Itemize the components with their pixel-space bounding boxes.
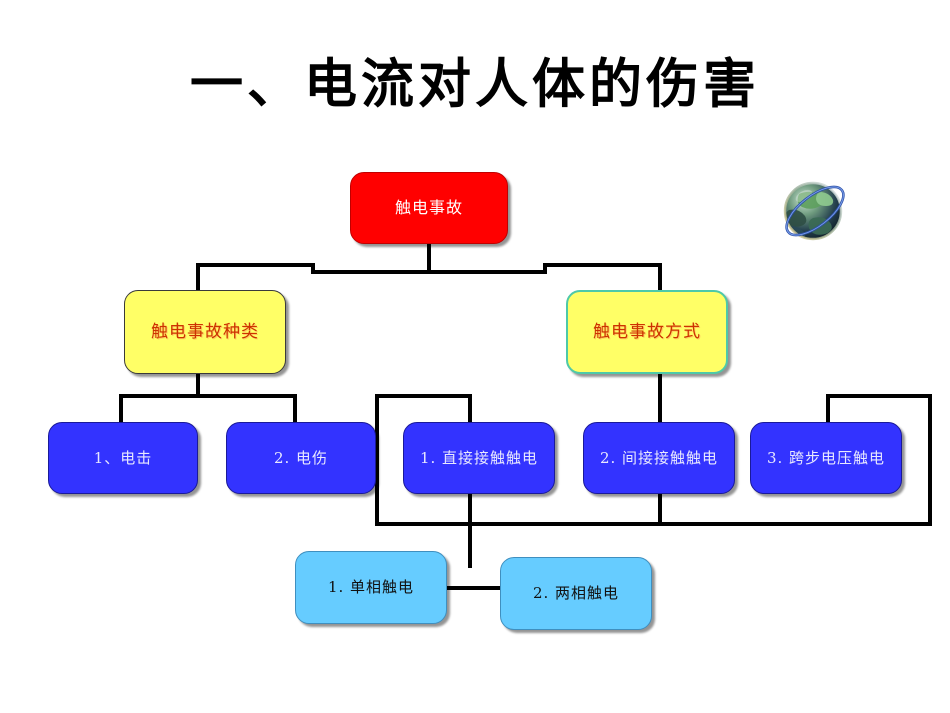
node-root[interactable]: 触电事故 xyxy=(350,172,508,244)
node-sub-two-phase[interactable]: 2. 两相触电 xyxy=(500,557,652,630)
node-leaf-direct-contact[interactable]: 1. 直接接触触电 xyxy=(403,422,555,494)
node-category-accident-types-label: 触电事故种类 xyxy=(151,321,259,342)
globe-icon xyxy=(783,181,845,241)
node-leaf-electric-injury[interactable]: 2. 电伤 xyxy=(226,422,376,494)
node-leaf-electric-injury-label: 2. 电伤 xyxy=(273,448,329,467)
node-sub-single-phase-label: 1. 单相触电 xyxy=(327,578,415,597)
node-category-accident-modes-label: 触电事故方式 xyxy=(593,321,701,342)
node-leaf-indirect-contact[interactable]: 2. 间接接触触电 xyxy=(583,422,735,494)
node-leaf-step-voltage[interactable]: 3. 跨步电压触电 xyxy=(750,422,902,494)
node-leaf-direct-contact-label: 1. 直接接触触电 xyxy=(419,448,539,467)
node-sub-single-phase[interactable]: 1. 单相触电 xyxy=(295,551,447,624)
node-category-accident-types[interactable]: 触电事故种类 xyxy=(124,290,286,374)
node-leaf-step-voltage-label: 3. 跨步电压触电 xyxy=(766,448,886,467)
node-leaf-electric-shock[interactable]: 1、电击 xyxy=(48,422,198,494)
node-root-label: 触电事故 xyxy=(394,198,463,218)
node-leaf-indirect-contact-label: 2. 间接接触触电 xyxy=(599,448,719,467)
page-title: 一、电流对人体的伤害 xyxy=(190,53,760,115)
node-leaf-electric-shock-label: 1、电击 xyxy=(93,448,153,467)
node-category-accident-modes[interactable]: 触电事故方式 xyxy=(566,290,728,374)
node-sub-two-phase-label: 2. 两相触电 xyxy=(532,584,620,603)
